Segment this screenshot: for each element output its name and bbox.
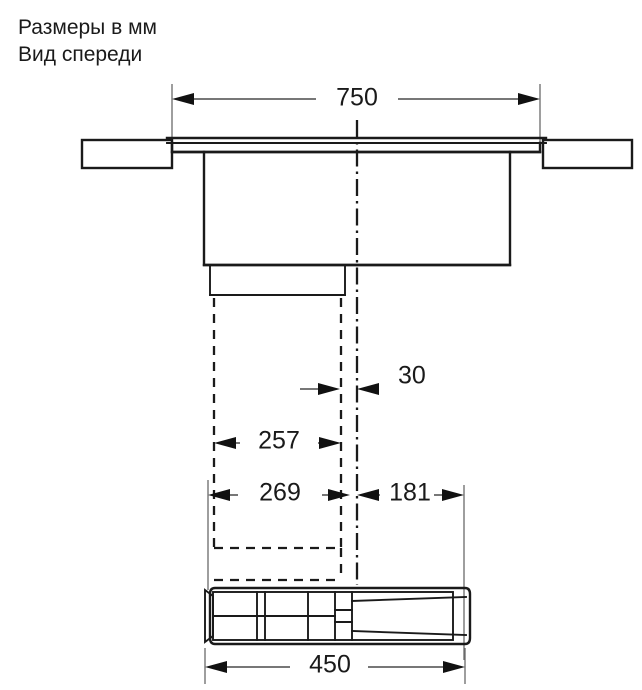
countertop-left-block bbox=[80, 138, 174, 170]
arrowhead-269-left bbox=[208, 489, 230, 501]
caption-line-view: Вид спереди bbox=[18, 43, 143, 67]
dim-label-269: 269 bbox=[259, 479, 301, 507]
arrowhead-269-right bbox=[328, 489, 350, 501]
dimension-30: 30 bbox=[300, 362, 426, 395]
dimension-269-181: 269 181 bbox=[207, 479, 465, 660]
arrowhead-750-right bbox=[518, 93, 540, 105]
caption-line-units: Размеры в мм bbox=[18, 16, 157, 39]
hidden-housing-outline bbox=[214, 546, 343, 582]
arrowhead-750-left bbox=[172, 93, 194, 105]
arrowhead-181-left bbox=[357, 489, 379, 501]
dimension-257: 257 bbox=[214, 427, 341, 455]
dim-label-450: 450 bbox=[309, 651, 351, 679]
arrowhead-257-right bbox=[319, 437, 341, 449]
arrowhead-450-right bbox=[443, 661, 465, 673]
dim-label-181: 181 bbox=[389, 479, 431, 507]
arrowhead-30-left bbox=[318, 383, 340, 395]
arrowhead-257-left bbox=[214, 437, 236, 449]
blower-unit bbox=[204, 586, 472, 646]
duct-taper-top bbox=[351, 596, 467, 602]
arrowhead-181-right bbox=[442, 489, 464, 501]
countertop-left bbox=[80, 138, 174, 170]
arrowhead-450-left bbox=[205, 661, 227, 673]
duct-neck bbox=[209, 264, 346, 296]
drawing-caption: Размеры в мм Вид спереди bbox=[18, 14, 157, 69]
countertop-right bbox=[541, 138, 634, 170]
dim-label-257: 257 bbox=[258, 427, 300, 455]
hidden-edges bbox=[212, 298, 343, 548]
appliance-body bbox=[202, 150, 512, 267]
duct-neck-outline bbox=[209, 264, 346, 296]
arrowhead-30-right bbox=[357, 383, 379, 395]
dimension-750: 750 bbox=[171, 84, 541, 142]
blower-outer-shell bbox=[208, 586, 472, 646]
countertop-right-block bbox=[541, 138, 634, 170]
dim-label-30: 30 bbox=[398, 362, 426, 390]
dim-label-750: 750 bbox=[336, 84, 378, 112]
duct-taper-bottom bbox=[351, 630, 467, 636]
dimension-450: 450 bbox=[204, 648, 466, 684]
